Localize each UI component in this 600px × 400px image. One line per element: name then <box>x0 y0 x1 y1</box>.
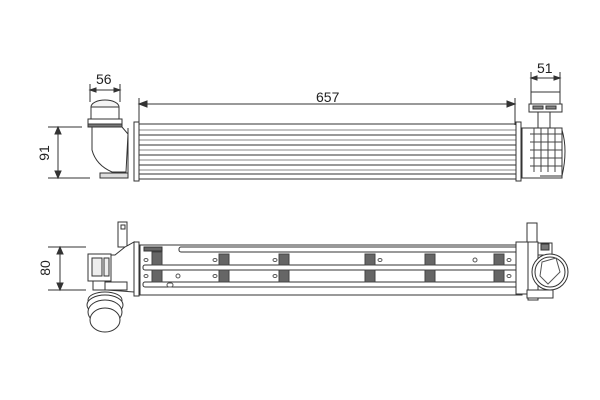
height-bottom-label: 80 <box>36 260 53 276</box>
mounting-rails <box>142 246 520 288</box>
rail-holes <box>143 257 512 288</box>
inlet-width-label: 56 <box>96 71 112 87</box>
bottom-view <box>48 221 569 333</box>
outlet-tank-top <box>521 91 566 179</box>
height-top-dimension-line <box>48 125 90 180</box>
inlet-width-dimension-line <box>88 84 122 102</box>
inlet-tank-top <box>87 99 129 179</box>
fin-blocks <box>151 251 505 283</box>
inlet-tank-bottom <box>86 221 140 333</box>
length-label: 657 <box>316 89 340 105</box>
outlet-width-dimension-line <box>529 72 562 92</box>
core-top <box>133 121 522 182</box>
outlet-tank-bottom <box>515 222 569 301</box>
height-top-label: 91 <box>35 145 52 161</box>
length-dimension-line <box>137 98 517 125</box>
height-bottom-dimension-line <box>48 245 86 292</box>
outlet-width-label: 51 <box>537 60 553 76</box>
top-view <box>48 72 566 182</box>
